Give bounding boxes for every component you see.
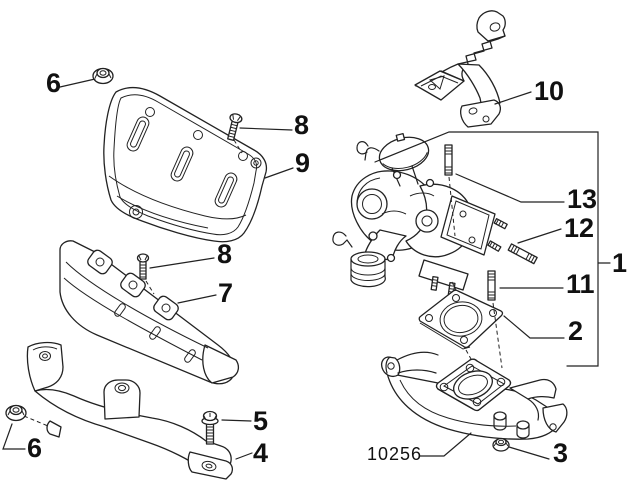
flanged-bolt (201, 410, 219, 445)
turbo-gasket (418, 289, 504, 350)
assembly-dashed-lines (23, 139, 503, 427)
hex-bolt-top (227, 113, 243, 141)
callout-4: 4 (253, 438, 268, 468)
callout-12: 12 (564, 213, 594, 243)
callout-10: 10 (534, 76, 564, 106)
stud-short (487, 270, 496, 301)
stud-long (444, 144, 453, 176)
exhaust-manifold (381, 351, 568, 440)
callout-13: 13 (567, 184, 597, 214)
support-bracket (26, 341, 233, 480)
lower-heat-shield (59, 240, 240, 385)
callout-6-bottom: 6 (27, 433, 42, 463)
stud-angled (507, 243, 538, 265)
part-code-label: 10256 (367, 444, 422, 464)
callout-11: 11 (566, 269, 595, 299)
turbocharger (332, 132, 508, 297)
mounting-bracket (414, 10, 506, 128)
callout-3: 3 (553, 438, 568, 468)
callout-6-top: 6 (46, 68, 61, 98)
callout-2: 2 (568, 316, 583, 346)
upper-heat-shield (103, 86, 268, 243)
callout-1: 1 (612, 248, 627, 278)
callout-5: 5 (253, 406, 268, 436)
hex-bolt-middle (136, 253, 150, 280)
callout-8-top: 8 (294, 110, 309, 140)
flanged-nut-bottom (5, 404, 27, 422)
leader-lines (2, 78, 565, 460)
callout-8-middle: 8 (217, 239, 232, 269)
flanged-nut-manifold (492, 437, 510, 452)
callout-9: 9 (295, 148, 310, 178)
callout-7: 7 (218, 278, 233, 308)
group-bracket-1 (374, 131, 611, 367)
flanged-nut-top (92, 67, 114, 85)
